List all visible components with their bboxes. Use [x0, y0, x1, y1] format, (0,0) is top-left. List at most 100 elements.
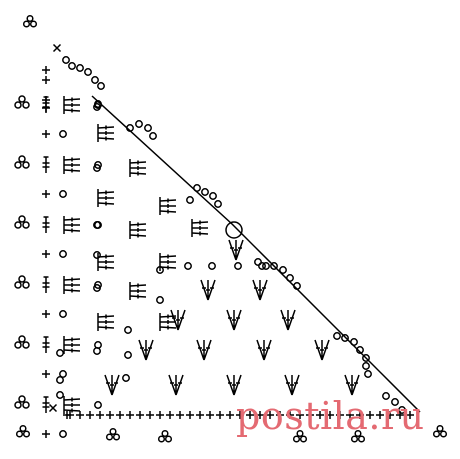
single-crochet — [66, 411, 74, 419]
single-crochet — [336, 411, 344, 419]
chain-stitch — [18, 395, 26, 403]
chain-stitch — [18, 155, 26, 163]
double-crochet — [63, 228, 81, 233]
chain-stitch — [356, 346, 364, 354]
chain-stitch — [156, 266, 164, 274]
single-crochet — [42, 66, 50, 74]
chain-stitch — [59, 190, 67, 198]
double-crochet — [106, 382, 118, 386]
chain-stitch — [14, 161, 22, 169]
single-crochet — [42, 310, 50, 318]
chain-stitch — [225, 221, 243, 239]
chain-stitch — [135, 120, 143, 128]
double-crochet — [170, 382, 182, 386]
single-crochet — [346, 411, 354, 419]
chain-stitch — [97, 82, 105, 90]
single-crochet — [386, 411, 394, 419]
chain-stitch — [234, 262, 242, 270]
chain-stitch — [341, 334, 349, 342]
double-crochet — [228, 317, 240, 321]
double-crochet — [172, 317, 184, 321]
chain-stitch — [18, 215, 26, 223]
chain-stitch — [93, 284, 101, 292]
single-crochet — [356, 411, 364, 419]
double-crochet — [97, 325, 115, 330]
double-crochet — [63, 217, 81, 222]
double-crochet — [97, 254, 115, 259]
chain-stitch — [29, 20, 38, 28]
chain-stitch — [186, 196, 194, 204]
chain-stitch — [201, 188, 209, 196]
single-crochet — [42, 190, 50, 198]
single-crochet — [406, 411, 414, 419]
single-crochet — [126, 411, 134, 419]
double-crochet — [97, 314, 115, 319]
single-crochet — [86, 411, 94, 419]
single-crochet — [226, 411, 234, 419]
single-crochet — [106, 411, 114, 419]
watermark: postila.ru — [236, 394, 425, 438]
single-crochet — [376, 411, 384, 419]
chain-stitch — [18, 275, 26, 283]
double-crochet — [63, 348, 81, 353]
single-crochet — [396, 411, 404, 419]
double-crochet — [63, 397, 81, 402]
single-crochet — [176, 411, 184, 419]
single-crochet — [246, 411, 254, 419]
chain-stitch — [59, 310, 67, 318]
single-crochet — [186, 411, 194, 419]
double-crochet — [191, 220, 209, 225]
chain-stitch — [109, 427, 117, 436]
chain-stitch — [93, 221, 101, 229]
double-crochet — [129, 233, 147, 238]
double-crochet — [159, 209, 177, 214]
chain-stitch — [258, 262, 266, 270]
double-crochet — [159, 254, 177, 259]
chain-stitch — [124, 351, 132, 359]
double-crochet — [64, 163, 80, 167]
chain-stitch — [362, 362, 370, 370]
double-crochet — [160, 260, 176, 264]
chain-stitch — [93, 251, 101, 259]
chain-stitch — [56, 349, 64, 357]
chain-stitch — [18, 95, 26, 103]
double-crochet — [98, 196, 114, 200]
single-crochet — [306, 411, 314, 419]
chain-stitch — [22, 20, 31, 28]
double-crochet — [282, 317, 294, 321]
chain-stitch — [364, 370, 372, 378]
chain-stitch — [22, 281, 30, 289]
single-crochet — [42, 76, 50, 84]
double-crochet — [64, 343, 80, 347]
chain-stitch — [14, 281, 22, 289]
chain-stitch — [164, 435, 173, 443]
double-crochet — [63, 277, 81, 282]
chain-stitch — [209, 192, 217, 200]
double-crochet — [63, 168, 81, 173]
double-crochet — [191, 231, 209, 236]
single-crochet — [316, 411, 324, 419]
double-crochet — [346, 382, 358, 386]
double-crochet — [230, 247, 242, 251]
chain-stitch — [184, 262, 192, 270]
chain-stitch — [112, 433, 121, 441]
slip-stitch — [48, 403, 58, 413]
single-crochet — [206, 411, 214, 419]
chain-stitch — [296, 429, 304, 438]
chain-stitch — [93, 347, 101, 355]
single-crochet — [116, 411, 124, 419]
chain-stitch — [14, 401, 22, 409]
double-crochet — [159, 325, 177, 330]
chain-stitch — [22, 221, 30, 229]
chain-stitch — [68, 62, 76, 70]
double-crochet — [160, 320, 176, 324]
chain-stitch — [382, 392, 390, 400]
single-crochet — [296, 411, 304, 419]
double-crochet — [286, 382, 298, 386]
chain-stitch — [22, 341, 30, 349]
chain-stitch — [293, 282, 301, 290]
chain-stitch — [91, 76, 99, 84]
chain-stitch — [299, 435, 308, 443]
double-crochet — [42, 96, 50, 113]
chain-stitch — [357, 435, 366, 443]
